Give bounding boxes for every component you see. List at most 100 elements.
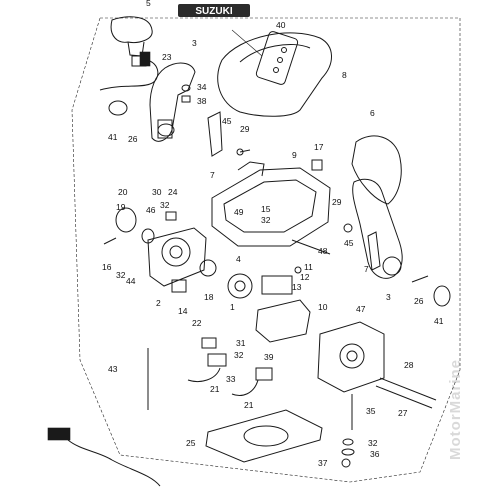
plate-7-right xyxy=(367,231,381,271)
label-6: 6 xyxy=(370,108,375,118)
washer-46 xyxy=(141,228,155,244)
label-10: 10 xyxy=(318,302,328,312)
label-49: 49 xyxy=(234,207,244,217)
screw-16 xyxy=(103,237,117,245)
label-32e: 32 xyxy=(368,438,378,448)
nut-37 xyxy=(341,458,351,468)
label-39: 39 xyxy=(264,352,274,362)
label-32c: 32 xyxy=(116,270,126,280)
label-48: 48 xyxy=(318,246,328,256)
part-handle-arm-3 xyxy=(149,62,196,142)
cap-41-right xyxy=(433,285,451,307)
label-17: 17 xyxy=(314,142,324,152)
part-bracket-2 xyxy=(147,227,207,287)
label-45: 45 xyxy=(222,116,232,126)
harness-connector xyxy=(47,427,71,441)
label-13: 13 xyxy=(292,282,302,292)
label-4: 4 xyxy=(236,254,241,264)
label-12: 12 xyxy=(300,272,310,282)
label-24: 24 xyxy=(168,187,178,197)
label-30: 30 xyxy=(152,187,162,197)
label-29: 29 xyxy=(240,124,250,134)
svg-text:SUZUKI: SUZUKI xyxy=(195,6,232,17)
label-1: 1 xyxy=(230,302,235,312)
label-20: 20 xyxy=(118,187,128,197)
part-labels: 5 40 3 23 8 34 38 41 26 45 29 7 6 9 17 2… xyxy=(102,0,444,468)
label-40: 40 xyxy=(276,20,286,30)
label-21b: 21 xyxy=(244,400,254,410)
washer-18 xyxy=(199,259,217,277)
label-3: 3 xyxy=(192,38,197,48)
block-47 xyxy=(317,321,385,393)
switch-22 xyxy=(201,337,217,349)
label-5: 5 xyxy=(146,0,151,8)
part-case-9 xyxy=(211,159,331,247)
wire xyxy=(187,367,221,382)
part-11 xyxy=(294,266,302,274)
assembly-13 xyxy=(261,275,293,295)
label-44: 44 xyxy=(126,276,136,286)
connector xyxy=(139,51,151,67)
part-14 xyxy=(171,279,187,293)
label-47: 47 xyxy=(356,304,366,314)
label-36: 36 xyxy=(370,449,380,459)
leader xyxy=(231,29,263,57)
part-housing-cover-8 xyxy=(217,31,332,117)
label-46: 46 xyxy=(146,205,156,215)
label-43: 43 xyxy=(108,364,118,374)
label-15: 15 xyxy=(261,204,271,214)
label-18: 18 xyxy=(204,292,214,302)
label-29b: 29 xyxy=(332,197,342,207)
plate-7 xyxy=(207,111,223,157)
rod-27 xyxy=(375,385,433,409)
wire-harness-23 xyxy=(99,59,159,91)
bracket-10 xyxy=(255,299,311,343)
label-32: 32 xyxy=(160,200,170,210)
switch-39 xyxy=(255,367,273,381)
suzuki-badge: SUZUKI xyxy=(178,4,250,17)
label-28: 28 xyxy=(404,360,414,370)
rod-28 xyxy=(379,377,437,401)
rod-48 xyxy=(291,239,331,255)
label-21: 21 xyxy=(210,384,220,394)
switch-21 xyxy=(207,353,227,367)
washer-32 xyxy=(342,438,354,446)
label-27: 27 xyxy=(398,408,408,418)
label-19: 19 xyxy=(116,202,126,212)
clip-24 xyxy=(165,211,177,221)
label-32d: 32 xyxy=(234,350,244,360)
label-7b: 7 xyxy=(364,264,369,274)
label-7: 7 xyxy=(210,170,215,180)
bolt-26 xyxy=(411,275,429,283)
label-16: 16 xyxy=(102,262,112,272)
screw-29 xyxy=(239,149,251,153)
label-37: 37 xyxy=(318,458,328,468)
washer-36 xyxy=(341,448,355,456)
label-14: 14 xyxy=(178,306,188,316)
label-32b: 32 xyxy=(261,215,271,225)
label-23: 23 xyxy=(162,52,172,62)
ring-20 xyxy=(115,207,137,233)
label-34: 34 xyxy=(197,82,207,92)
label-41: 41 xyxy=(108,132,118,142)
label-2: 2 xyxy=(156,298,161,308)
cap-41 xyxy=(108,100,128,116)
label-22: 22 xyxy=(192,318,202,328)
nut-38 xyxy=(181,95,191,103)
label-8: 8 xyxy=(342,70,347,80)
wire xyxy=(231,379,259,396)
label-26b: 26 xyxy=(414,296,424,306)
label-41b: 41 xyxy=(434,316,444,326)
label-45b: 45 xyxy=(344,238,354,248)
washer-34 xyxy=(181,84,191,92)
washer-45 xyxy=(343,223,353,233)
label-3b: 3 xyxy=(386,292,391,302)
label-33: 33 xyxy=(226,374,236,384)
label-9: 9 xyxy=(292,150,297,160)
label-31: 31 xyxy=(236,338,246,348)
label-38: 38 xyxy=(197,96,207,106)
label-11: 11 xyxy=(304,262,313,272)
label-26: 26 xyxy=(128,134,138,144)
